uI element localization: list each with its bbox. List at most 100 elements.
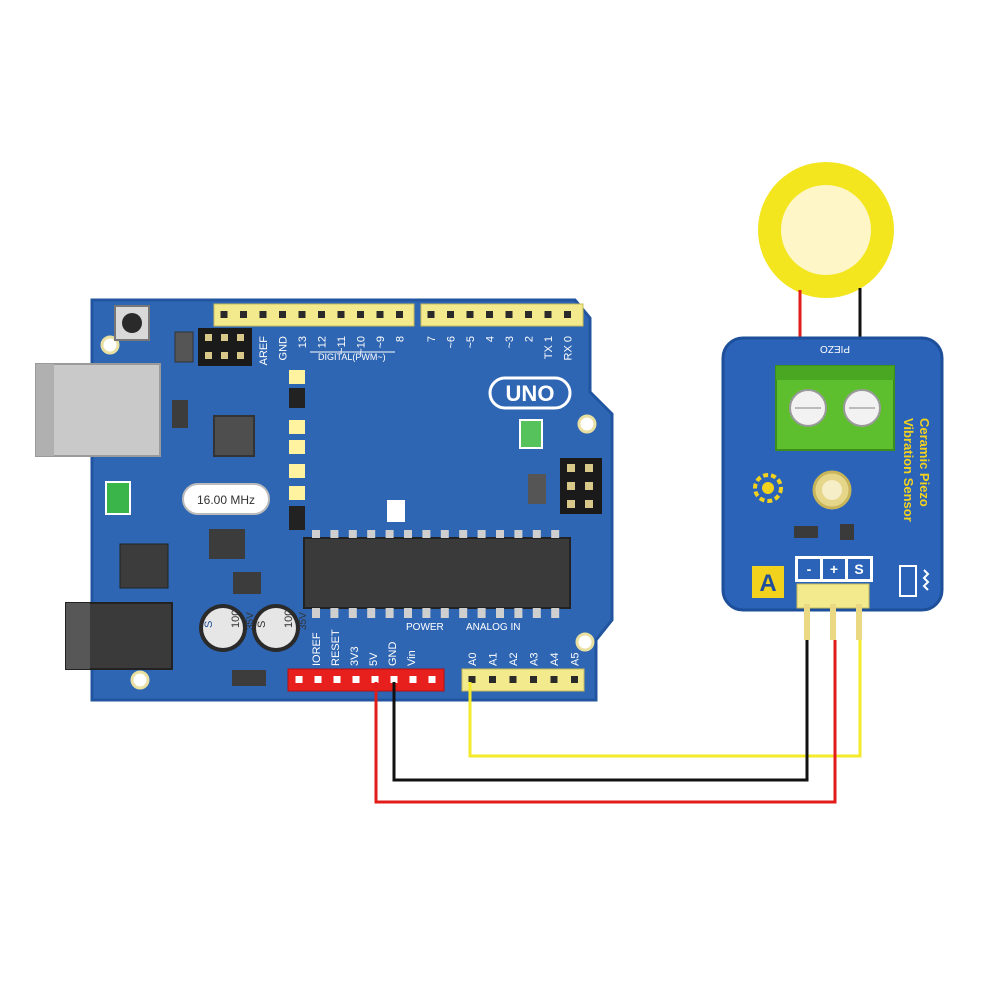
wire-signal-yellow xyxy=(468,640,862,758)
chip-pin xyxy=(496,530,504,538)
wire-5v-red xyxy=(374,640,837,804)
chip-pin xyxy=(477,530,486,538)
pin-label-cell-minus xyxy=(798,559,820,579)
chip-pin xyxy=(422,608,431,618)
chip-pin xyxy=(477,608,486,618)
power-header-holes xyxy=(295,676,436,683)
usb-interface-chip xyxy=(213,415,255,457)
power-pin-hole xyxy=(409,676,417,683)
microcontroller-chip xyxy=(303,537,571,609)
digital-pin-hole xyxy=(357,311,364,318)
digital-pin-hole xyxy=(298,311,306,318)
digital-pin-label: 13 xyxy=(297,336,309,348)
analog-pin-label: A0 xyxy=(467,653,479,666)
analog-header-holes xyxy=(468,676,578,683)
usb-connector-face xyxy=(36,364,54,456)
sensor-title-line1: Ceramic Piezo xyxy=(917,418,932,507)
chip-pin xyxy=(459,530,468,538)
svg-text:35V: 35V xyxy=(298,612,309,630)
power-header xyxy=(287,668,445,692)
icsp-label: ICSP xyxy=(82,316,93,340)
sensor-title-line2: Vibration Sensor xyxy=(901,418,916,522)
diode xyxy=(232,670,266,686)
terminal-label: PIEZO xyxy=(820,343,850,354)
sensor-pin-signal xyxy=(856,604,862,640)
digital-pin-label: ~6 xyxy=(446,336,458,349)
tx-rx-leds xyxy=(519,419,543,449)
chip-pin xyxy=(532,608,541,618)
usb-connector xyxy=(35,363,161,457)
chip-pin xyxy=(514,608,523,618)
sensor-pin-minus xyxy=(804,604,810,640)
analog-pin-hole xyxy=(489,676,496,683)
chip-pin xyxy=(330,530,339,538)
digital-pin-hole xyxy=(396,311,403,318)
power-pin-hole xyxy=(390,676,398,683)
digital-header-low xyxy=(213,303,415,327)
voltage-regulator xyxy=(119,543,169,589)
chip-pin xyxy=(514,530,523,538)
capacitor-right: S 100 35V xyxy=(252,604,309,652)
analog-pin-label: A5 xyxy=(570,653,582,666)
digital-pin-hole xyxy=(240,311,247,318)
svg-text:UNO: UNO xyxy=(506,381,555,406)
chip-pin xyxy=(348,608,357,618)
digital-pin-label: RX 0 xyxy=(563,336,575,360)
digital-pin-hole xyxy=(220,311,228,318)
chip-pin xyxy=(496,608,504,618)
analog-pin-hole xyxy=(468,676,476,683)
pin-label-cell-plus xyxy=(823,559,845,579)
power-pin-label: IOREF xyxy=(311,632,323,666)
power-header-title: POWER xyxy=(406,622,444,633)
digital-pin-hole xyxy=(486,311,493,318)
analog-pin-label: A3 xyxy=(529,653,541,666)
chip-pin xyxy=(348,530,357,538)
sensor-smd-resistor xyxy=(794,526,818,538)
chip-pin xyxy=(532,530,541,538)
chip-pin xyxy=(330,608,339,618)
sensor-smd-resistor xyxy=(840,524,854,540)
digital-pin-hole xyxy=(427,311,435,318)
status-leds xyxy=(289,370,305,530)
reset-button-cap xyxy=(122,313,142,333)
power-pin-label: RESET xyxy=(330,629,342,666)
brand-logo-letter: A xyxy=(759,570,776,597)
vibration-icon xyxy=(899,565,930,597)
piezo-disc-inner xyxy=(781,185,871,275)
chip-pin xyxy=(551,608,560,618)
icsp-pins xyxy=(205,334,244,359)
chip-pin xyxy=(551,530,560,538)
sensor-pad-inner xyxy=(822,480,842,500)
power-pin-label: Vin xyxy=(406,650,418,666)
gear-logo-icon xyxy=(753,473,783,503)
power-led xyxy=(105,481,131,515)
digital-pin-hole xyxy=(259,311,267,318)
smd-chip xyxy=(209,529,245,559)
digital-pin-hole xyxy=(466,311,474,318)
digital-pin-hole xyxy=(525,311,532,318)
analog-pin-hole xyxy=(571,676,578,683)
crystal-label: 16.00 MHz xyxy=(197,493,255,507)
chip-pin xyxy=(367,608,376,618)
sensor-pin-label: + xyxy=(830,561,838,577)
chip-pin xyxy=(312,530,320,538)
power-pin-hole xyxy=(333,676,341,683)
sensor-module: PIEZO Ceramic Piezo Vibration Sensor A -… xyxy=(721,336,944,640)
brand-logo xyxy=(752,566,784,598)
power-pin-hole xyxy=(314,676,322,683)
digital-header-high xyxy=(420,303,584,327)
digital-pin-hole xyxy=(337,311,345,318)
digital-pin-label: AREF xyxy=(258,336,270,366)
dc-jack-face xyxy=(66,603,90,669)
arduino-board: ICSP 16.00 MHz S 100 35V xyxy=(35,298,614,702)
digital-pin-hole xyxy=(279,311,286,318)
svg-text:S: S xyxy=(203,621,215,628)
sensor-pin-label: S xyxy=(854,561,863,577)
chip-pin xyxy=(385,530,394,538)
chip-pin xyxy=(404,608,412,618)
sensor-pin-label: - xyxy=(807,561,812,577)
